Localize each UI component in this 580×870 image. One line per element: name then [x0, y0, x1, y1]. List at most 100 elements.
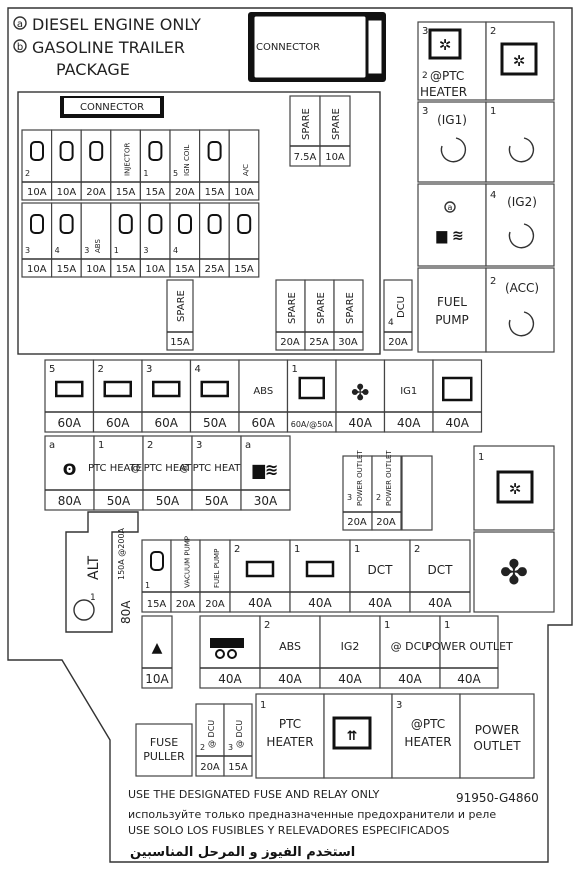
fuse-amp: 10A — [145, 672, 169, 686]
fuse-amp: 20A — [205, 599, 225, 610]
glow-coil-icon: ʘ — [63, 460, 77, 479]
fuse-amp: 20A — [347, 517, 367, 528]
relay-fuel-pump[interactable] — [417, 267, 487, 353]
relay-1[interactable] — [485, 101, 555, 183]
panel-outline — [7, 7, 573, 863]
trailer-icon — [210, 638, 244, 648]
svg-text:PUMP: PUMP — [435, 313, 469, 327]
fuse-puller[interactable]: FUSE PULLER — [135, 723, 193, 777]
relay-acc[interactable] — [485, 267, 555, 353]
small-fuse[interactable]: 20A — [80, 129, 112, 201]
fuse-amp: 40A — [446, 416, 470, 430]
relay-glow[interactable] — [417, 183, 487, 267]
spare-mid-fuse[interactable]: SPARE 15A — [166, 279, 194, 351]
battery-icon — [152, 380, 181, 398]
fuse-slot[interactable]: ▲10A — [141, 615, 173, 689]
svg-text:FUSE: FUSE — [150, 736, 178, 749]
fan-motor[interactable]: ✤ — [473, 531, 555, 613]
small-fuse[interactable]: 10A — [50, 129, 82, 201]
legend-b-marker: b — [17, 42, 23, 53]
small-fuse[interactable]: 15A — [228, 202, 260, 278]
fuse-label: POWER OUTLET — [356, 450, 364, 506]
footer-es: USE SOLO LOS FUSIBLES Y RELEVADORES ESPE… — [128, 824, 449, 837]
fuse-label: @ DCU — [391, 640, 430, 653]
relay-ptc-heater-1[interactable] — [255, 693, 325, 779]
fuse-amp: 60A — [252, 416, 276, 430]
fuse-slot[interactable]: 40A — [432, 359, 483, 433]
fuse-amp: 10A — [86, 264, 106, 275]
svg-text:@PTC: @PTC — [411, 717, 445, 731]
fuse-label: PTC HEATER — [88, 463, 149, 474]
alt-block[interactable]: ALT 150A @200A 80A 1 — [65, 511, 139, 633]
fuse-slot[interactable]: a▆≋30A — [240, 435, 291, 511]
fuse-tag: 3 — [196, 440, 202, 451]
fuse-symbol-icon — [150, 551, 164, 571]
small-fuse[interactable]: 15A — [199, 129, 230, 201]
relay-power-outlet[interactable] — [459, 693, 535, 779]
fuse-slot[interactable]: ✤40A — [335, 359, 386, 433]
fuse-amp: 10A — [145, 264, 165, 275]
relay-ptc-heater-3[interactable] — [391, 693, 461, 779]
fuse-amp: 20A — [376, 517, 396, 528]
dcu-fuse[interactable]: 4 DCU 20A — [383, 279, 413, 351]
svg-text:3: 3 — [422, 26, 428, 37]
fuse-amp: 15A — [145, 187, 165, 198]
inner-connector: CONNECTOR — [60, 96, 164, 118]
fuse-amp: 60A — [58, 416, 82, 430]
relay-ig1[interactable] — [417, 101, 487, 183]
small-fuse[interactable]: 25A — [199, 202, 230, 278]
fuse-tag: 4 — [173, 246, 178, 255]
fuse-tag: 1 — [444, 620, 450, 631]
fuse-slot[interactable]: 40A — [199, 615, 261, 689]
fuse-tag: 3 — [228, 743, 233, 752]
fuse-label: IG1 — [400, 386, 417, 397]
spare-mid-label: SPARE — [176, 290, 187, 322]
relay-fan-big[interactable]: 1 ✲ — [473, 445, 555, 531]
fuse-tag: 2 — [200, 743, 205, 752]
relay-ig2[interactable] — [485, 183, 555, 267]
